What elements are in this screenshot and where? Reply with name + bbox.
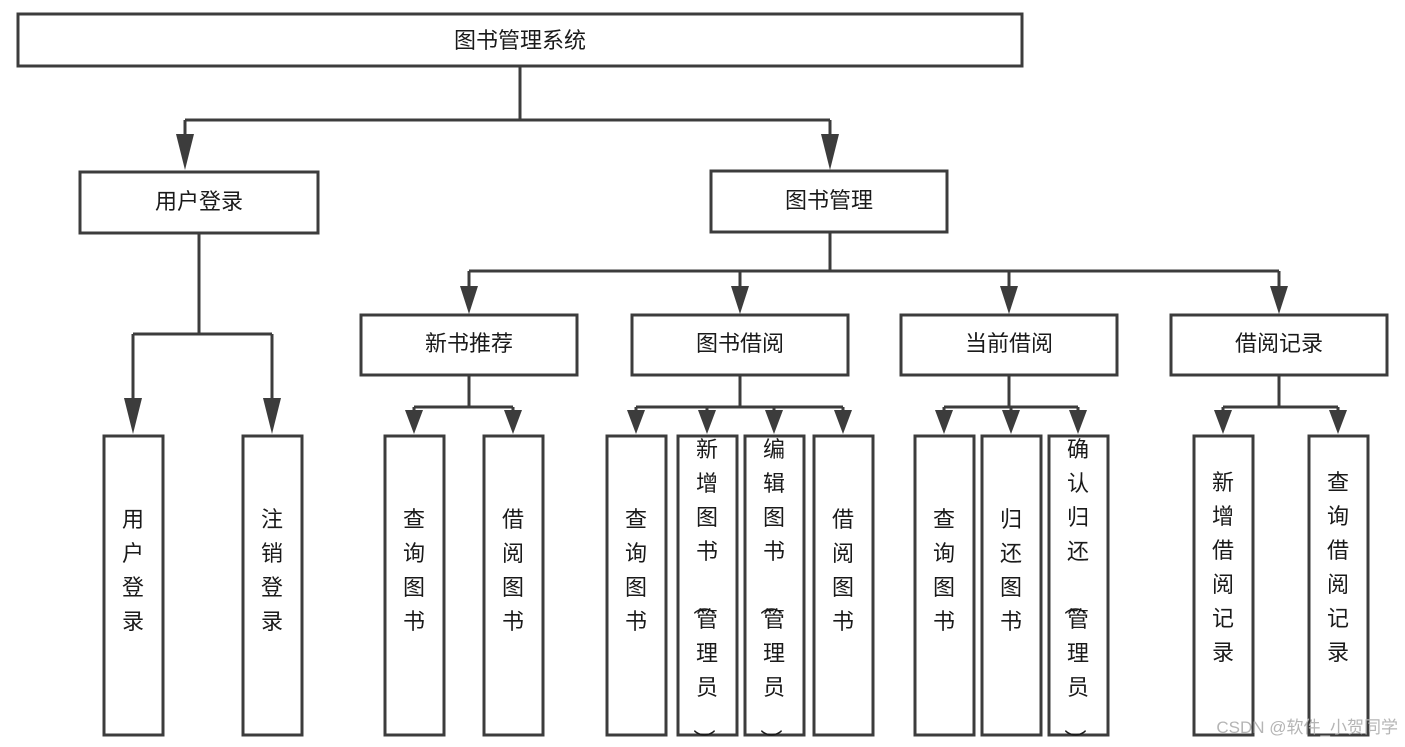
arrow-bookmgmt-child-2 [731, 286, 749, 314]
leaf-record-query[interactable]: 查询借阅记录 [1307, 434, 1370, 737]
arrow-root-to-userlogin [176, 134, 194, 170]
leaf-current-return[interactable]: 归还图书 [980, 434, 1043, 737]
leaf-borrow-query[interactable]: 查询图书 [605, 434, 668, 737]
leaf-record-add-label: 新增借阅记录 [1212, 470, 1234, 665]
arrow-current-leaf-3 [1069, 410, 1087, 434]
node-book-management-label: 图书管理 [785, 188, 873, 213]
node-user-login[interactable]: 用户登录 [78, 170, 320, 235]
leaf-borrow-edit-book[interactable]: 编辑图书（管理员） [743, 434, 806, 747]
leaf-current-confirm-return[interactable]: 确认归还（管理员） [1047, 434, 1110, 747]
arrow-userlogin-leaf-1 [124, 398, 142, 434]
leaf-user-login-logout-box[interactable] [241, 434, 304, 737]
node-borrow-record-label: 借阅记录 [1235, 331, 1323, 356]
node-root-book-management-system[interactable]: 图书管理系统 [16, 12, 1024, 68]
leaf-borrow-add-book[interactable]: 新增图书（管理员） [676, 434, 739, 747]
leaf-borrow-add-book-label: 新增图书（管理员） [691, 437, 718, 747]
leaf-current-return-box[interactable] [980, 434, 1043, 737]
node-book-management-box[interactable] [709, 169, 949, 234]
arrow-borrow-leaf-2 [698, 410, 716, 434]
leaf-record-add[interactable]: 新增借阅记录 [1192, 434, 1255, 737]
leaf-borrow-add-book-box[interactable] [676, 434, 739, 737]
leaf-borrow-query-label: 查询图书 [625, 507, 647, 634]
node-current-borrow[interactable]: 当前借阅 [899, 313, 1119, 377]
arrow-root-to-bookmgmt [821, 134, 839, 170]
arrow-bookmgmt-child-3 [1000, 286, 1018, 314]
leaf-borrow-edit-book-label: 编辑图书（管理员） [758, 437, 785, 747]
connector-layer [124, 66, 1347, 434]
leaf-user-login-login-label: 用户登录 [122, 507, 144, 634]
node-book-borrow-box[interactable] [630, 313, 850, 377]
csdn-watermark: CSDN @软件_小贺同学 [1216, 718, 1398, 737]
node-user-login-box[interactable] [78, 170, 320, 235]
node-root-box[interactable] [16, 12, 1024, 68]
leaf-borrow-edit-book-box[interactable] [743, 434, 806, 737]
leaf-current-query[interactable]: 查询图书 [913, 434, 976, 737]
node-current-borrow-label: 当前借阅 [965, 331, 1053, 356]
arrow-userlogin-leaf-2 [263, 398, 281, 434]
node-book-borrow-label: 图书借阅 [696, 331, 784, 356]
leaf-user-login-login-box[interactable] [102, 434, 165, 737]
node-borrow-record[interactable]: 借阅记录 [1169, 313, 1389, 377]
arrow-record-leaf-1 [1214, 410, 1232, 434]
leaf-borrow-borrow-book-box[interactable] [812, 434, 875, 737]
leaf-user-login-login[interactable]: 用户登录 [102, 434, 165, 737]
leaf-current-query-label: 查询图书 [933, 507, 955, 634]
leaf-current-return-label: 归还图书 [1000, 507, 1022, 634]
leaf-record-add-box[interactable] [1192, 434, 1255, 737]
leaf-borrow-borrow-book[interactable]: 借阅图书 [812, 434, 875, 737]
arrow-newbook-leaf-1 [405, 410, 423, 434]
arrow-bookmgmt-child-1 [460, 286, 478, 314]
leaf-new-book-borrow[interactable]: 借阅图书 [482, 434, 545, 737]
leaf-user-login-logout[interactable]: 注销登录 [241, 434, 304, 737]
leaf-borrow-borrow-book-label: 借阅图书 [832, 507, 854, 634]
arrow-borrow-leaf-1 [627, 410, 645, 434]
node-borrow-record-box[interactable] [1169, 313, 1389, 377]
node-root-label: 图书管理系统 [454, 28, 586, 53]
node-book-management[interactable]: 图书管理 [709, 169, 949, 234]
leaf-current-confirm-return-box[interactable] [1047, 434, 1110, 737]
arrow-newbook-leaf-2 [504, 410, 522, 434]
arrow-bookmgmt-child-4 [1270, 286, 1288, 314]
leaf-new-book-query-box[interactable] [383, 434, 446, 737]
node-book-borrow[interactable]: 图书借阅 [630, 313, 850, 377]
arrow-record-leaf-2 [1329, 410, 1347, 434]
node-new-book-recommend[interactable]: 新书推荐 [359, 313, 579, 377]
leaf-record-query-box[interactable] [1307, 434, 1370, 737]
arrow-current-leaf-2 [1002, 410, 1020, 434]
arrow-borrow-leaf-3 [765, 410, 783, 434]
leaf-record-query-label: 查询借阅记录 [1327, 470, 1349, 665]
arrow-current-leaf-1 [935, 410, 953, 434]
leaf-current-confirm-return-label: 确认归还（管理员） [1062, 437, 1089, 747]
leaf-current-query-box[interactable] [913, 434, 976, 737]
leaf-new-book-query-label: 查询图书 [403, 507, 425, 634]
leaf-borrow-query-box[interactable] [605, 434, 668, 737]
node-new-book-recommend-label: 新书推荐 [425, 331, 513, 356]
node-user-login-label: 用户登录 [155, 189, 243, 214]
node-new-book-recommend-box[interactable] [359, 313, 579, 377]
leaf-user-login-logout-label: 注销登录 [261, 507, 283, 634]
arrow-borrow-leaf-4 [834, 410, 852, 434]
leaf-new-book-borrow-box[interactable] [482, 434, 545, 737]
leaf-new-book-borrow-label: 借阅图书 [502, 507, 524, 634]
node-current-borrow-box[interactable] [899, 313, 1119, 377]
leaf-new-book-query[interactable]: 查询图书 [383, 434, 446, 737]
